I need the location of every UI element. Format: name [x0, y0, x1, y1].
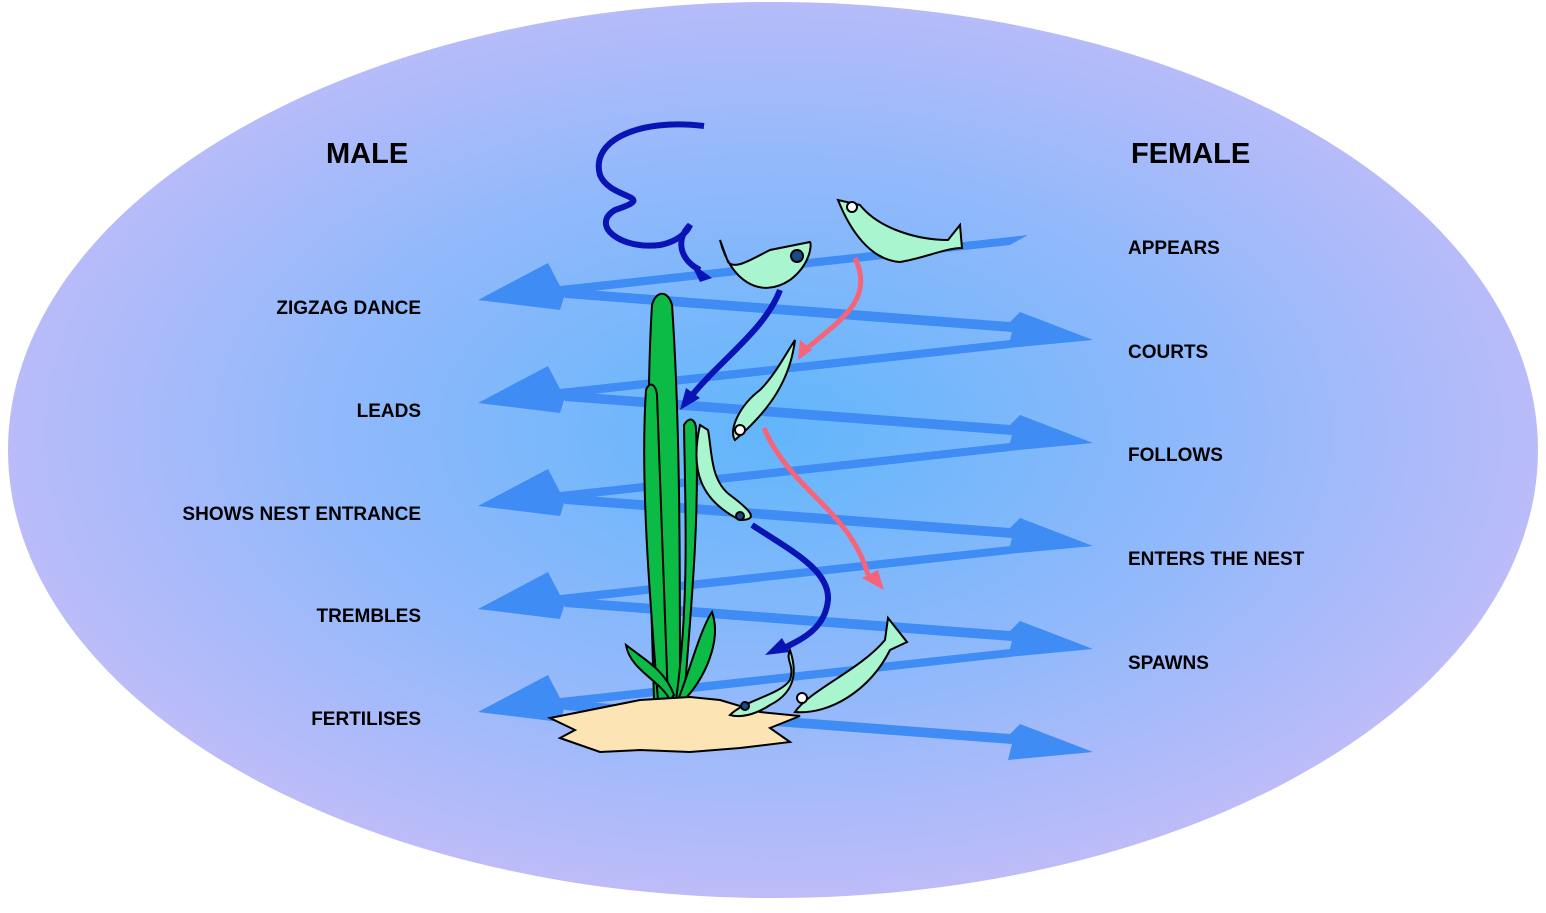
male-step-label: FERTILISES	[311, 709, 421, 730]
female-step-label: FOLLOWS	[1128, 445, 1223, 466]
female-follow-path	[803, 256, 864, 352]
arrow-to-female	[560, 288, 1093, 348]
female-fish-courts	[732, 339, 796, 442]
male-heading: MALE	[326, 138, 409, 170]
male-fish-zigzag	[719, 239, 812, 289]
male-zigzag-path	[595, 121, 705, 273]
female-step-label: SPAWNS	[1128, 653, 1209, 674]
male-step-label: LEADS	[356, 401, 421, 422]
male-lead-path	[685, 288, 783, 402]
plant	[624, 292, 716, 704]
male-nest-path	[750, 522, 832, 653]
male-fish-nest	[695, 423, 752, 522]
male-step-label: TREMBLES	[316, 606, 422, 627]
arrow-to-male	[478, 338, 1028, 413]
female-enter-path	[761, 427, 871, 576]
male-fish-fertilises	[728, 647, 795, 718]
female-step-label: APPEARS	[1128, 238, 1220, 259]
female-fish-appears	[836, 198, 964, 264]
female-heading: FEMALE	[1131, 138, 1251, 170]
male-step-label: SHOWS NEST ENTRANCE	[182, 504, 421, 525]
arrow-to-female	[560, 391, 1093, 451]
arrow-to-male	[478, 544, 1028, 619]
male-step-label: ZIGZAG DANCE	[276, 298, 421, 319]
arrow-to-female	[560, 597, 1093, 657]
arrow-to-male	[478, 441, 1028, 516]
arrow-to-male	[478, 647, 1028, 722]
female-fish-spawns	[793, 615, 909, 714]
female-step-label: COURTS	[1128, 342, 1209, 363]
female-step-label: ENTERS THE NEST	[1128, 549, 1305, 570]
